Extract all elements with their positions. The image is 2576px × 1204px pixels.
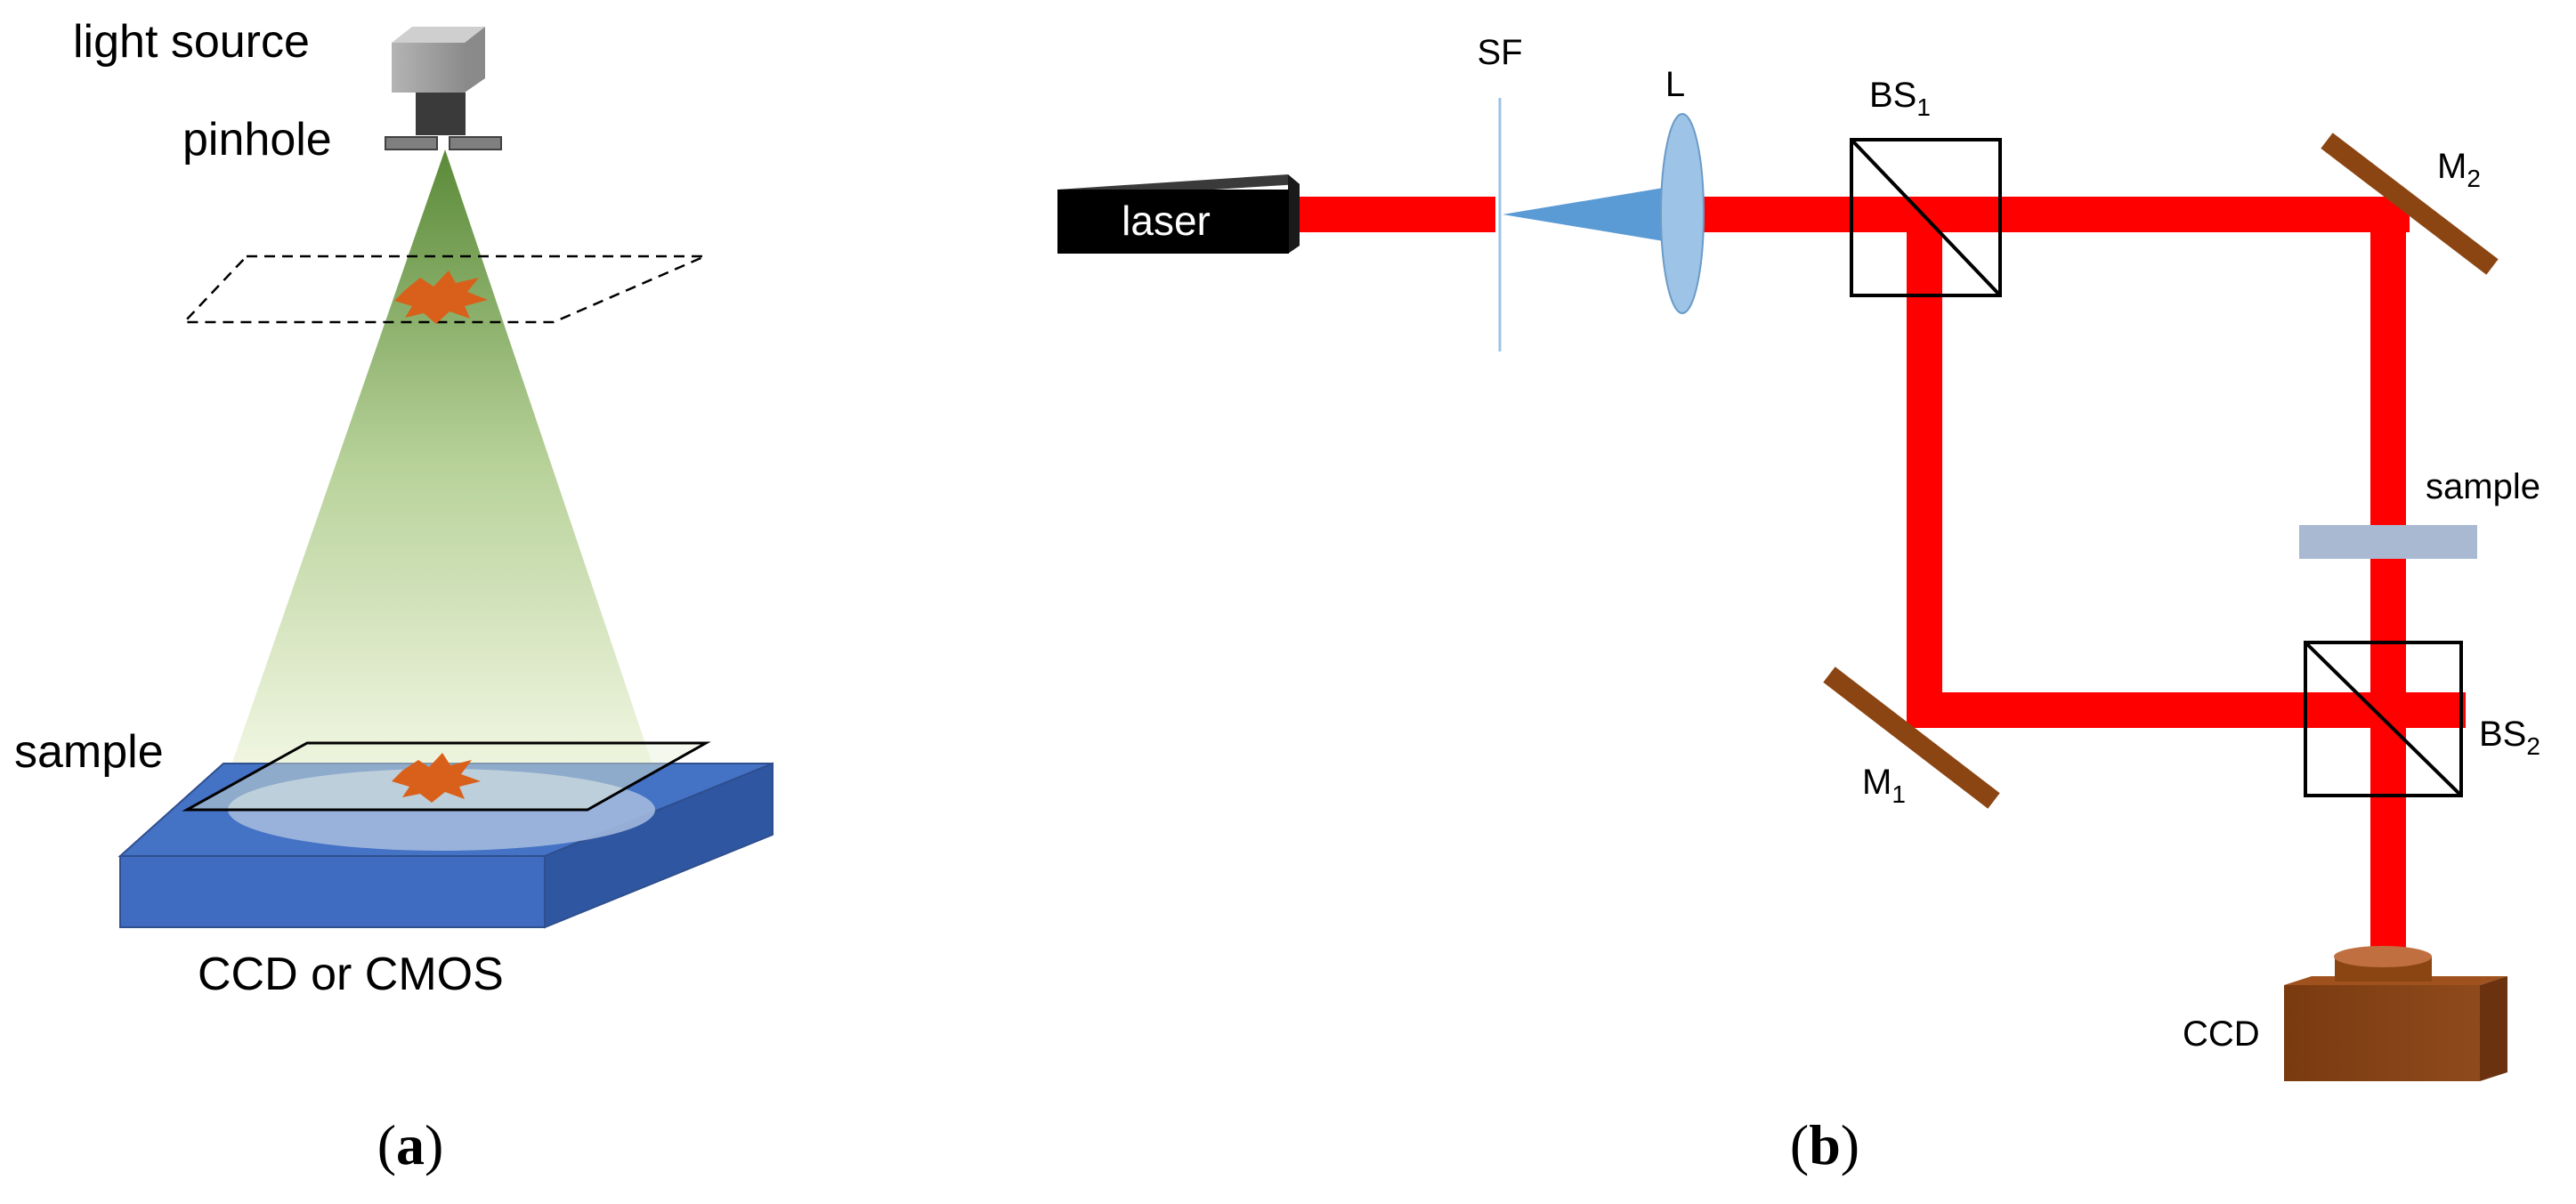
label-pinhole: pinhole — [182, 114, 332, 166]
expanding-beam — [1503, 187, 1669, 242]
label-sf: SF — [1477, 33, 1522, 72]
ccd-camera — [2284, 946, 2507, 1081]
label-m2: M2 — [2437, 147, 2481, 192]
sample-plate — [2299, 525, 2477, 559]
beam-bs1-to-m1 — [1907, 214, 1942, 726]
beam-m2-to-ccd — [2370, 214, 2406, 971]
object-star-top — [394, 271, 488, 324]
pinhole-plate-left — [385, 136, 438, 150]
caption-a: (a) — [377, 1113, 444, 1176]
mirror-m2 — [2321, 133, 2499, 275]
beam-splitter-2 — [2304, 641, 2463, 797]
beam-laser-to-sf — [1300, 197, 1495, 232]
detector-side-face — [544, 762, 774, 929]
object-star-bottom — [392, 753, 481, 803]
light-source-box — [392, 27, 485, 93]
lens — [1660, 113, 1705, 314]
panel-a: light source pinhole sample CCD or CMOS … — [14, 16, 774, 1176]
label-sample-b: sample — [2426, 467, 2540, 506]
light-cone — [225, 149, 659, 783]
pinhole-plate-right — [449, 136, 502, 150]
label-m1: M1 — [1862, 763, 1906, 808]
object-plane — [182, 255, 706, 324]
label-lens: L — [1665, 65, 1685, 104]
label-light-source: light source — [73, 16, 310, 68]
label-ccd: CCD — [2183, 1014, 2260, 1054]
label-sample-a: sample — [14, 726, 164, 778]
caption-b: (b) — [1790, 1113, 1859, 1176]
label-detector: CCD or CMOS — [198, 949, 504, 1000]
label-laser: laser — [1122, 198, 1211, 244]
mirror-m1 — [1823, 667, 2000, 809]
detector-front-face — [119, 855, 546, 928]
beam-splitter-1 — [1850, 138, 2002, 297]
lamp-neck — [416, 93, 466, 135]
panel-b: laser SF L BS1 M2 M1 sample BS2 — [1057, 33, 2540, 1176]
beam-lens-to-m2 — [1696, 197, 2410, 232]
laser-body — [1057, 174, 1300, 254]
label-bs1: BS1 — [1869, 76, 1931, 121]
label-bs2: BS2 — [2479, 715, 2540, 760]
